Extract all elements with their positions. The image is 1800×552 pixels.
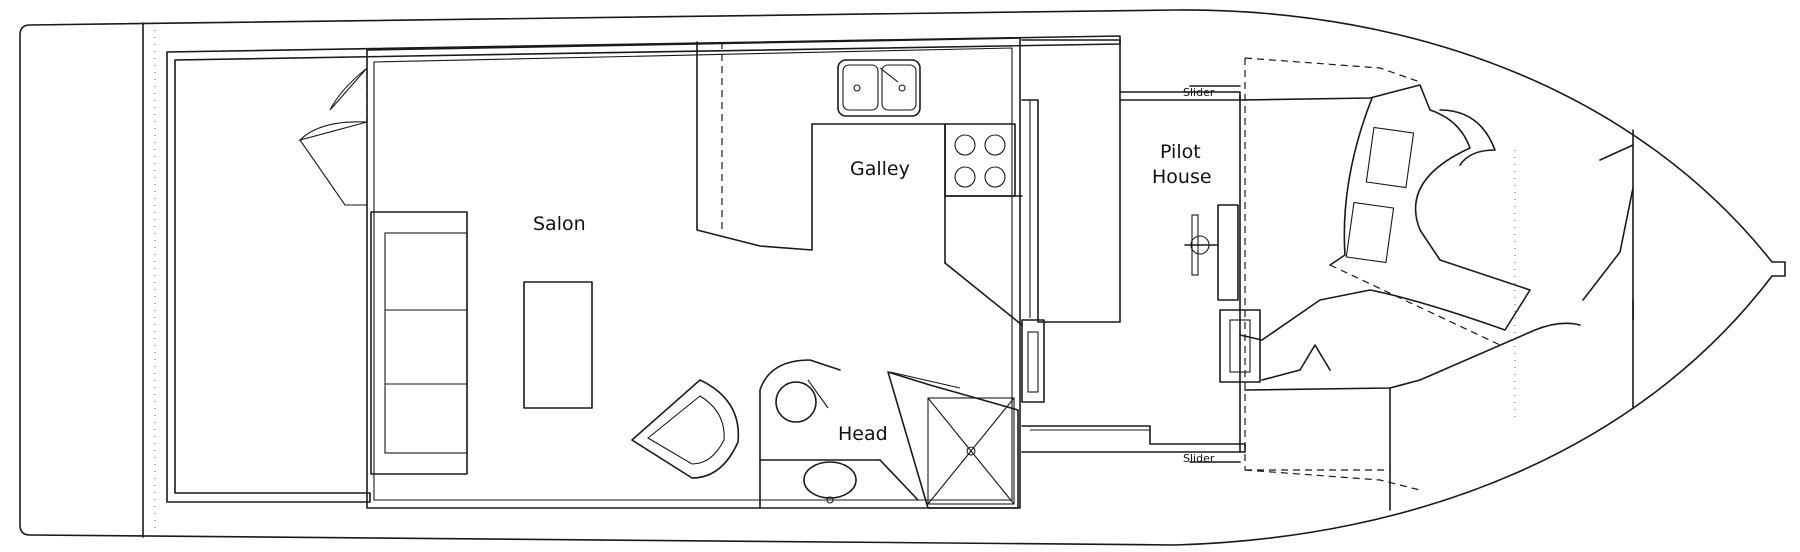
- head-shower: [887, 371, 1019, 509]
- label-pilot-house-2: House: [1152, 166, 1212, 188]
- companionway: [1021, 319, 1045, 403]
- galley-sink: [837, 59, 921, 117]
- helm-console: [1021, 39, 1121, 323]
- label-pilot-house-1: Pilot: [1160, 141, 1201, 163]
- head-toilet: [775, 381, 817, 423]
- salon-settee: [370, 211, 468, 475]
- label-head: Head: [838, 423, 888, 445]
- label-slider-bottom: Slider: [1183, 452, 1215, 465]
- side-deck-bottom: [1021, 425, 1246, 453]
- hull-outline: [19, 9, 1786, 546]
- helm-seat: [1219, 309, 1261, 383]
- head-sink: [803, 461, 857, 499]
- salon-aft-door: [298, 67, 368, 206]
- helm-wheel: [1184, 204, 1239, 301]
- forward-cabin: [1239, 57, 1581, 511]
- label-salon: Salon: [533, 213, 586, 235]
- head-compartment: [759, 359, 919, 509]
- salon-chair: [631, 379, 740, 479]
- salon-wall: [366, 37, 1021, 509]
- galley-stove: [944, 123, 1016, 197]
- anchor-locker: [1582, 129, 1634, 409]
- salon-table: [523, 281, 593, 409]
- side-deck-top: [1119, 91, 1241, 101]
- label-galley: Galley: [850, 158, 910, 180]
- cockpit-rail: [166, 35, 1121, 503]
- label-slider-top: Slider: [1183, 86, 1215, 99]
